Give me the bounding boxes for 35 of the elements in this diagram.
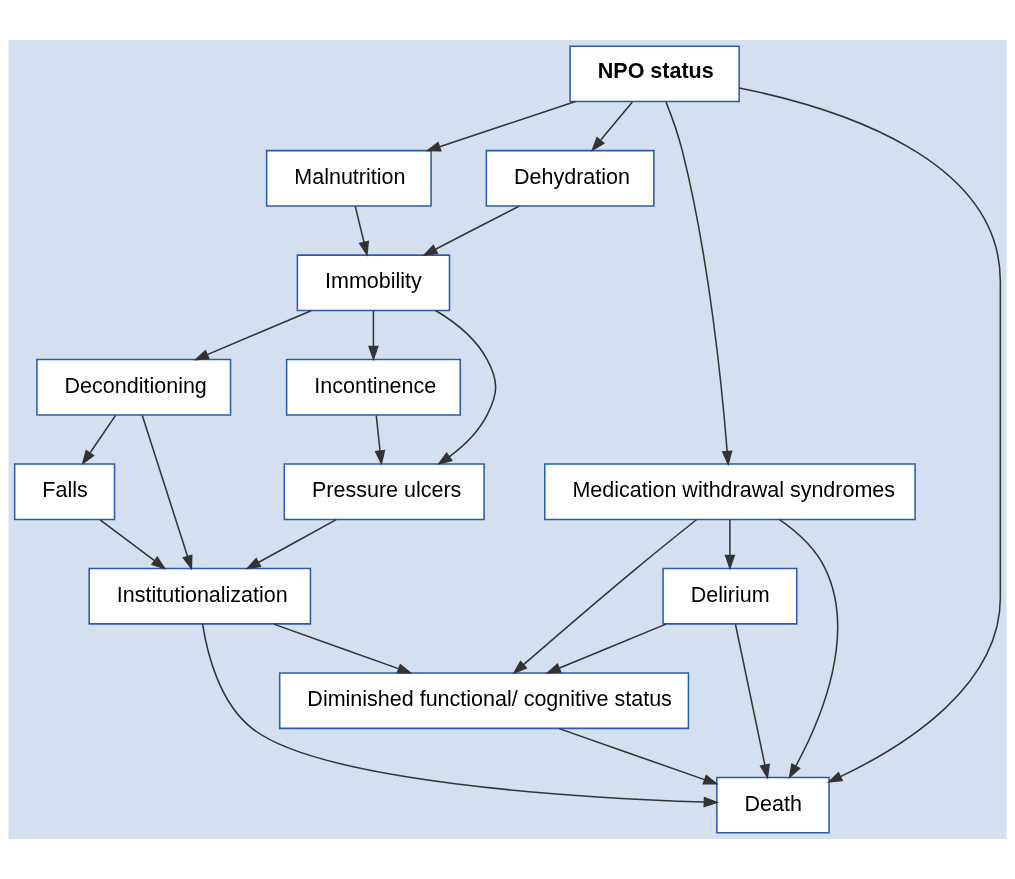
node-box: Institutionalization bbox=[88, 567, 312, 625]
arrow bbox=[434, 309, 497, 466]
arrow bbox=[374, 414, 386, 466]
arrow bbox=[201, 623, 719, 808]
node-box: Delirium bbox=[662, 567, 798, 625]
arrow bbox=[425, 100, 577, 152]
node-box: Dehydration bbox=[485, 149, 655, 207]
arrow bbox=[665, 101, 733, 467]
arrow bbox=[734, 623, 771, 780]
node-box: Diminished functional/ cognitive status bbox=[278, 672, 690, 730]
arrow bbox=[368, 310, 379, 362]
node-box: Pressure ulcers bbox=[283, 463, 485, 521]
node-box: Malnutrition bbox=[265, 149, 432, 207]
arrow bbox=[512, 518, 698, 675]
arrow bbox=[590, 101, 634, 152]
arrow bbox=[558, 727, 719, 785]
node-box: Immobility bbox=[296, 254, 451, 312]
arrow bbox=[193, 309, 312, 361]
arrow bbox=[422, 205, 520, 257]
arrow bbox=[273, 623, 413, 674]
node-box: Falls bbox=[13, 463, 116, 521]
arrow bbox=[99, 519, 167, 570]
node-box: Deconditioning bbox=[36, 358, 232, 416]
arrow bbox=[545, 623, 667, 674]
node-box: Medication withdrawal syndromes bbox=[544, 463, 916, 521]
arrow bbox=[778, 518, 839, 779]
arrow bbox=[141, 414, 193, 571]
arrow bbox=[354, 205, 370, 257]
arrow bbox=[724, 519, 736, 571]
node-box: NPO status bbox=[569, 45, 740, 103]
arrow bbox=[81, 414, 117, 466]
node-box: Incontinence bbox=[285, 358, 461, 416]
arrow bbox=[245, 518, 337, 570]
arrow bbox=[738, 87, 1002, 783]
node-box: Death bbox=[716, 776, 830, 834]
